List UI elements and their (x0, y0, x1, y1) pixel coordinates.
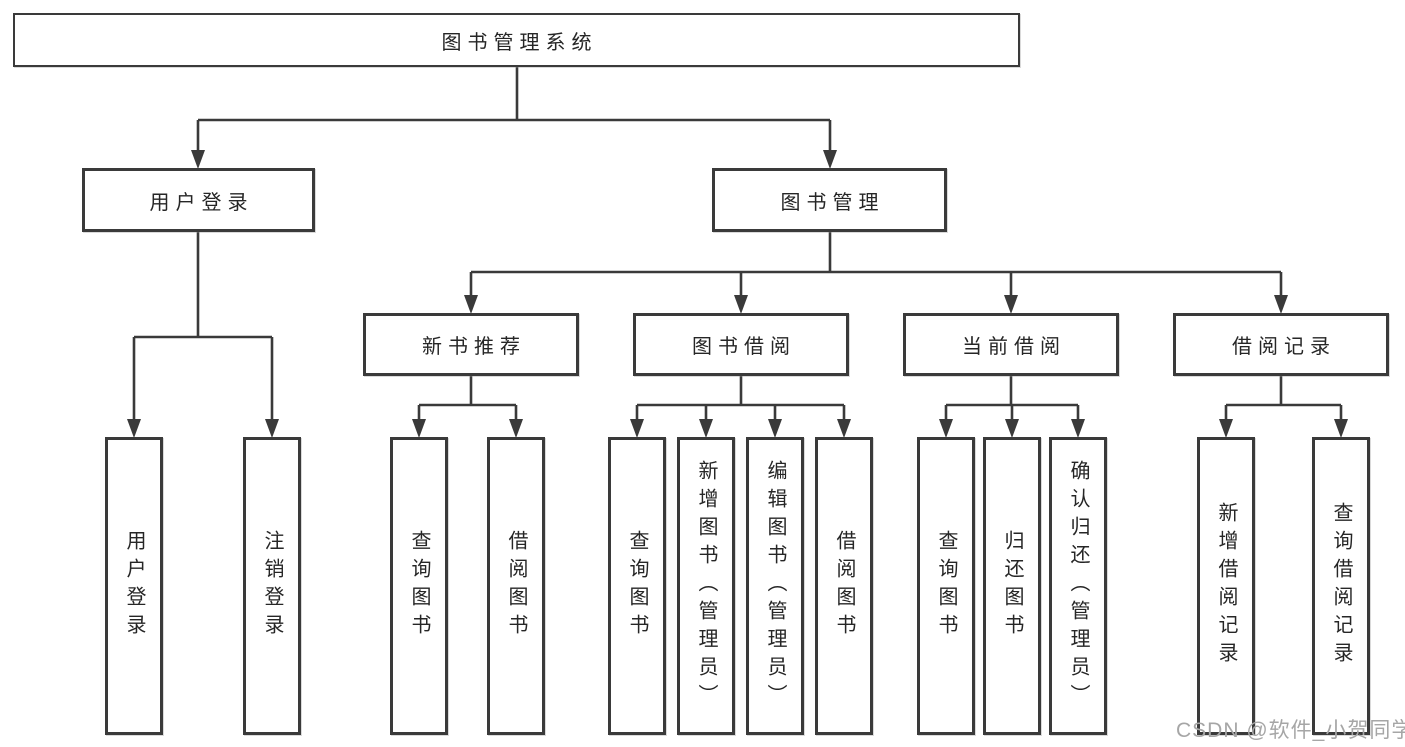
node-new-book-recommend-label: 新书推荐 (422, 336, 526, 358)
leaf-nbr-query-books: 查询图书 (390, 437, 448, 735)
node-borrowing-records-label: 借阅记录 (1232, 336, 1336, 358)
node-book-management-label: 图书管理 (780, 191, 885, 214)
leaf-bb-edit-book-admin: 编辑图书（管理员） (746, 437, 804, 735)
leaf-logout-label: 注销登录 (261, 530, 283, 642)
leaf-bb-add-book-admin-label: 新增图书（管理员） (695, 460, 717, 712)
leaf-br-query-record: 查询借阅记录 (1312, 437, 1370, 735)
leaf-user-login: 用户登录 (105, 437, 163, 735)
node-borrowing-records: 借阅记录 (1173, 313, 1389, 376)
leaf-bb-borrow-books: 借阅图书 (815, 437, 873, 735)
leaf-nbr-query-books-label: 查询图书 (408, 530, 430, 642)
leaf-br-query-record-label: 查询借阅记录 (1330, 502, 1352, 670)
node-current-borrowing: 当前借阅 (903, 313, 1119, 376)
leaf-br-add-record-label: 新增借阅记录 (1215, 502, 1237, 670)
node-user-login-label: 用户登录 (149, 191, 254, 214)
leaf-cb-return-books: 归还图书 (983, 437, 1041, 735)
leaf-cb-query-books: 查询图书 (917, 437, 975, 735)
leaf-bb-borrow-books-label: 借阅图书 (833, 530, 855, 642)
leaf-br-add-record: 新增借阅记录 (1197, 437, 1255, 735)
leaf-bb-query-books: 查询图书 (608, 437, 666, 735)
leaf-bb-edit-book-admin-label: 编辑图书（管理员） (764, 460, 786, 712)
leaf-nbr-borrow-books: 借阅图书 (487, 437, 545, 735)
node-book-borrowing: 图书借阅 (633, 313, 849, 376)
leaf-logout: 注销登录 (243, 437, 301, 735)
node-book-borrowing-label: 图书借阅 (692, 336, 796, 358)
node-book-management: 图书管理 (712, 168, 947, 232)
leaf-user-login-label: 用户登录 (123, 530, 145, 642)
leaf-cb-query-books-label: 查询图书 (935, 530, 957, 642)
csdn-watermark: CSDN @软件_小贺同学 (1176, 719, 1405, 742)
node-user-login: 用户登录 (82, 168, 315, 232)
leaf-bb-add-book-admin: 新增图书（管理员） (677, 437, 735, 735)
node-library-system: 图书管理系统 (13, 13, 1020, 67)
leaf-bb-query-books-label: 查询图书 (626, 530, 648, 642)
node-new-book-recommend: 新书推荐 (363, 313, 579, 376)
node-library-system-label: 图书管理系统 (441, 31, 598, 54)
leaf-cb-confirm-return-admin: 确认归还（管理员） (1049, 437, 1107, 735)
leaf-cb-return-books-label: 归还图书 (1001, 530, 1023, 642)
connector-lines (132, 67, 1343, 424)
leaf-nbr-borrow-books-label: 借阅图书 (505, 530, 527, 642)
leaf-cb-confirm-return-admin-label: 确认归还（管理员） (1067, 460, 1089, 712)
node-current-borrowing-label: 当前借阅 (962, 336, 1066, 358)
